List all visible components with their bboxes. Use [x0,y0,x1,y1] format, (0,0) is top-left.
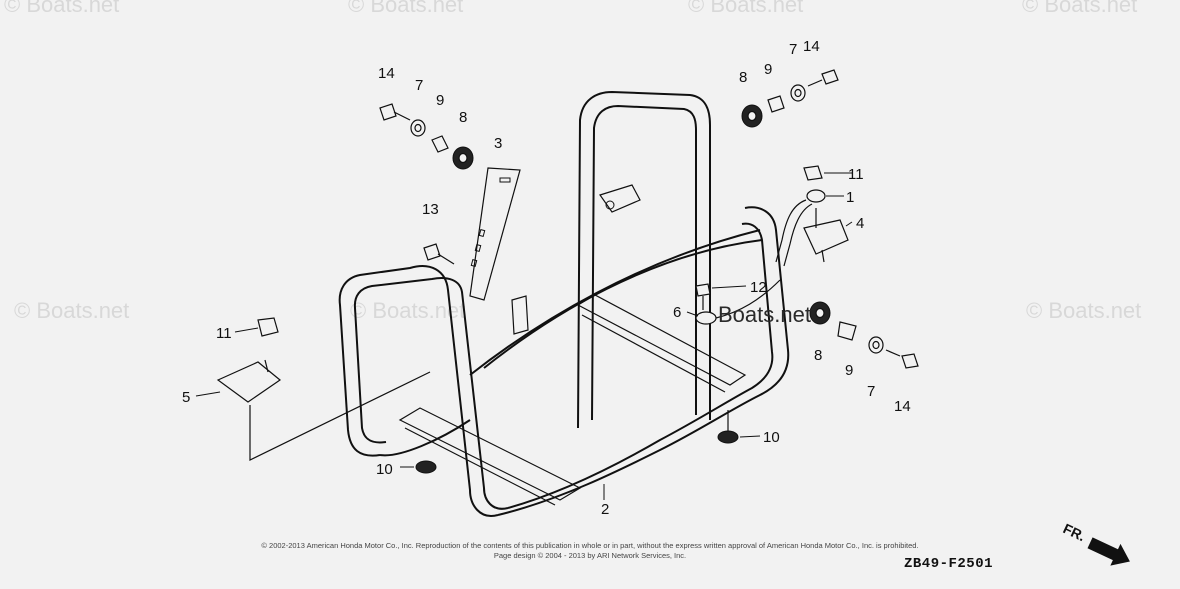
callout-14: 14 [803,38,820,55]
diagram-code: ZB49-F2501 [904,556,993,572]
watermark: © Boats.net [1022,0,1137,17]
flange-nuts [415,410,739,474]
watermark: © Boats.net [688,0,803,17]
hardware-group-right-top [741,69,839,128]
callout-8: 8 [814,347,822,364]
callout-8: 8 [459,109,467,126]
front-direction-arrow: FR. [1061,520,1130,566]
leader-lines [195,172,853,500]
callout-11: 11 [848,166,864,183]
watermark-layer: © Boats.net © Boats.net © Boats.net © Bo… [4,0,1141,323]
callout-13: 13 [422,201,439,218]
battery-strap [469,167,521,301]
callout-9: 9 [845,362,853,379]
callout-9: 9 [764,61,772,78]
callout-10: 10 [376,461,393,478]
callout-7: 7 [867,383,875,400]
callout-12: 12 [750,279,767,296]
callout-10: 10 [763,429,780,446]
frame-assembly [338,90,790,517]
watermark: © Boats.net [348,0,463,17]
watermark: © Boats.net [1026,298,1141,323]
watermark-center: Boats.net [718,302,811,327]
callout-14: 14 [378,65,395,82]
watermark: © Boats.net [350,298,465,323]
callout-1: 1 [846,189,854,206]
callout-9: 9 [436,92,444,109]
callout-7: 7 [789,41,797,58]
callout-14: 14 [894,398,911,415]
callout-7: 7 [415,77,423,94]
copyright-line-2: Page design © 2004 - 2013 by ARI Network… [494,551,686,560]
copyright-line-1: © 2002-2013 American Honda Motor Co., In… [261,541,918,550]
watermark: © Boats.net [14,298,129,323]
bolt-13 [423,243,455,265]
callout-8: 8 [739,69,747,86]
callout-2: 2 [601,501,609,518]
ground-cable [695,279,781,325]
arrow-right-icon [1087,537,1130,566]
callout-4: 4 [856,215,864,232]
hardware-group-left-top [379,103,474,170]
watermark: © Boats.net [4,0,119,17]
callout-5: 5 [182,389,190,406]
hardware-group-right-lower [809,301,919,369]
left-lower-mount [216,317,431,461]
callout-6: 6 [673,304,681,321]
right-upper-mount [775,165,849,267]
callout-11: 11 [216,325,232,342]
callout-labels: 1 2 3 4 5 6 7 7 7 8 8 8 9 9 9 10 10 11 1… [182,38,911,518]
callout-3: 3 [494,135,502,152]
front-label: FR. [1061,520,1088,544]
